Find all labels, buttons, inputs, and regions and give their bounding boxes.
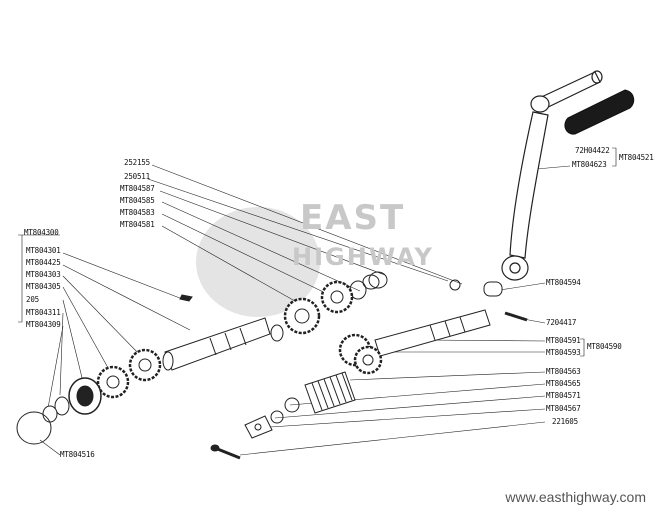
label-252155: 252155 (124, 158, 150, 167)
label-MT804311: MT804311 (26, 308, 61, 317)
bracket-MT804590 (580, 338, 585, 357)
label-MT804571: MT804571 (546, 391, 581, 400)
bolt-221605 (210, 444, 241, 460)
leader-lines-right (239, 165, 571, 456)
label-MT804303: MT804303 (26, 270, 61, 279)
label-MT804587: MT804587 (120, 184, 155, 193)
spring-MT804563 (304, 371, 356, 414)
gear-MT804303 (128, 348, 162, 382)
watermark-highway: HIGHWAY (292, 243, 434, 271)
label-MT804593: MT804593 (546, 348, 581, 357)
washer-250511 (368, 271, 388, 289)
rubber-grip (564, 89, 635, 135)
label-205: 205 (26, 295, 39, 304)
circlip-MT804516 (16, 411, 52, 445)
washer-small (270, 324, 284, 342)
watermark-east: EAST (300, 198, 406, 238)
washer-MT804571 (270, 410, 284, 424)
website-link[interactable]: www.easthighway.com (505, 489, 646, 505)
label-MT804300: MT804300 (24, 228, 59, 237)
watermark-globe (196, 207, 320, 317)
bracket-MT804300 (18, 234, 23, 323)
label-MT804594: MT804594 (546, 278, 581, 287)
kickstart-shaft (374, 309, 491, 357)
label-MT804567: MT804567 (546, 404, 581, 413)
label-7204417: 7204417 (546, 318, 577, 327)
gear-cluster-MT804591 (338, 333, 383, 375)
gear-MT804305 (96, 365, 130, 399)
label-72H04422: 72H04422 (575, 146, 610, 155)
label-MT804309: MT804309 (26, 320, 61, 329)
label-MT804623: MT804623 (572, 160, 607, 169)
label-MT804590: MT804590 (587, 342, 622, 351)
kickstart-lever (501, 70, 603, 281)
label-MT804301: MT804301 (26, 246, 61, 255)
washer-MT804309 (42, 405, 58, 423)
label-221605: 221605 (552, 417, 578, 426)
gear-MT804581 (283, 297, 321, 335)
label-MT804425: MT804425 (26, 258, 61, 267)
label-MT804516: MT804516 (60, 450, 95, 459)
stop-MT804567 (244, 415, 273, 439)
washer-MT804311 (54, 396, 70, 416)
bracket-MT804521 (612, 147, 617, 167)
key-MT804425 (179, 294, 193, 302)
bushing (483, 281, 503, 297)
leader-lines-top (39, 164, 463, 456)
label-MT804585: MT804585 (120, 196, 155, 205)
bearing-205 (68, 377, 102, 415)
label-MT804583: MT804583 (120, 208, 155, 217)
label-MT804581: MT804581 (120, 220, 155, 229)
washer-MT804565 (284, 397, 300, 413)
main-shaft-MT804301 (162, 317, 271, 371)
pin (504, 311, 528, 322)
label-MT804591: MT804591 (546, 336, 581, 345)
label-MT804563: MT804563 (546, 367, 581, 376)
label-MT804305: MT804305 (26, 282, 61, 291)
gear-MT804583 (320, 280, 354, 314)
label-MT804521: MT804521 (619, 153, 654, 162)
label-250511: 250511 (124, 172, 150, 181)
circlip-252155 (449, 279, 461, 291)
label-MT804565: MT804565 (546, 379, 581, 388)
